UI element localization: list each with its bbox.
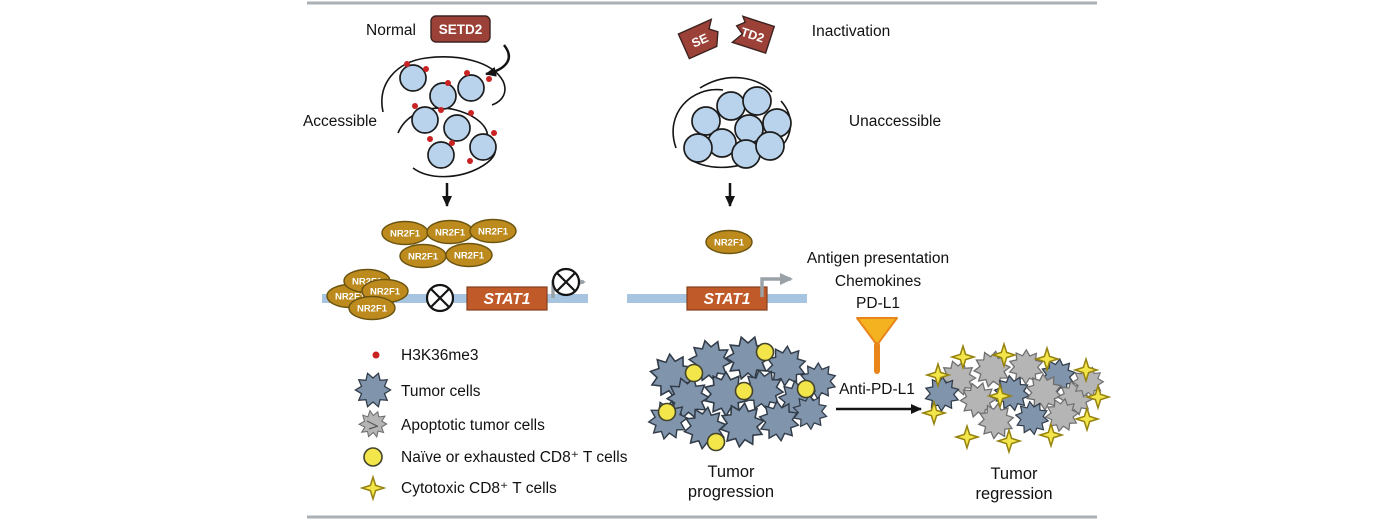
- normal-label: Normal: [366, 22, 416, 39]
- nr2f1-protein: NR2F1: [348, 295, 396, 321]
- naive-cd8-t-cell-icon: [363, 447, 383, 467]
- legend-item: Tumor cells: [354, 372, 481, 408]
- naive-cd8-t-cell: [706, 432, 726, 452]
- nucleosome: [683, 133, 713, 163]
- nr2f1-protein: NR2F1: [381, 220, 429, 246]
- legend-label: Naïve or exhausted CD8⁺ T cells: [401, 449, 628, 466]
- svg-text:progression: progression: [688, 483, 774, 501]
- tumor-regression-cluster: [919, 342, 1110, 453]
- svg-text:TD2: TD2: [739, 25, 766, 46]
- cytotoxic-cd8-t-cell-icon: [361, 476, 385, 500]
- nucleosome: [691, 106, 721, 136]
- svg-text:NR2F1: NR2F1: [370, 287, 401, 298]
- nr2f1-protein: NR2F1: [445, 242, 493, 268]
- h3k36me3-icon: [372, 351, 380, 359]
- svg-text:NR2F1: NR2F1: [454, 251, 485, 262]
- stat1-gene-box: [686, 286, 768, 311]
- blocked-transcription-icon: [551, 267, 581, 297]
- svg-text:NR2F1: NR2F1: [357, 304, 388, 315]
- accessible-label: Accessible: [303, 113, 377, 130]
- legend: H3K36me3 Tumor cells Apoptotic tumor cel…: [354, 347, 628, 500]
- svg-text:SE: SE: [690, 31, 711, 51]
- nr2f1-protein: NR2F1: [399, 243, 447, 269]
- svg-text:NR2F1: NR2F1: [435, 228, 466, 239]
- setd2-label: SETD2: [439, 22, 483, 37]
- transcription-arrow-active: [760, 273, 793, 297]
- anti-pdl1-label: Anti-PD-L1: [839, 381, 915, 398]
- legend-label: H3K36me3: [401, 347, 479, 364]
- naive-cd8-t-cell: [657, 402, 677, 422]
- nucleosome: [457, 74, 485, 102]
- output-antigen-presentation: Antigen presentation: [807, 250, 949, 267]
- legend-item: Cytotoxic CD8⁺ T cells: [361, 476, 557, 500]
- nucleosome: [755, 131, 785, 161]
- setd2-fragment-td2: TD2: [730, 15, 776, 54]
- pathway-outputs: Antigen presentation Chemokines PD-L1: [807, 250, 949, 312]
- nucleosome: [411, 106, 439, 134]
- stat1-gene-box: [466, 286, 548, 311]
- nr2f1-protein: NR2F1: [705, 229, 753, 255]
- condensed-chromatin: [672, 76, 792, 169]
- naive-cd8-t-cell: [796, 379, 816, 399]
- svg-text:NR2F1: NR2F1: [408, 252, 439, 263]
- naive-cd8-t-cell: [755, 342, 775, 362]
- nucleosome: [742, 86, 772, 116]
- legend-item: Naïve or exhausted CD8⁺ T cells: [363, 447, 628, 467]
- tumor-progression-label: Tumor progression: [688, 463, 774, 501]
- svg-text:NR2F1: NR2F1: [352, 277, 383, 288]
- nucleosome: [469, 133, 497, 161]
- legend-label: Cytotoxic CD8⁺ T cells: [401, 480, 557, 497]
- inactivation-label: Inactivation: [812, 23, 890, 40]
- gene-locus-left: NR2F1 NR2F1 NR2F1 NR2F1 STAT1: [322, 267, 588, 321]
- cytotoxic-cd8-t-cell: [955, 425, 979, 449]
- h3k36me3-marks: [404, 61, 497, 164]
- setd2-box: SETD2: [430, 15, 491, 43]
- nucleosome: [716, 91, 746, 121]
- output-pdl1: PD-L1: [856, 295, 900, 312]
- setd2-to-chromatin-arrow: [485, 44, 511, 77]
- legend-item: Apoptotic tumor cells: [358, 410, 545, 438]
- tumor-cell-icon: [354, 372, 392, 408]
- svg-text:NR2F1: NR2F1: [390, 229, 421, 240]
- gene-bar: [322, 294, 588, 303]
- svg-text:regression: regression: [975, 485, 1052, 503]
- nr2f1-cluster: NR2F1 NR2F1 NR2F1 NR2F1 NR2F1: [381, 218, 517, 269]
- nucleosome: [429, 82, 457, 110]
- naive-cd8-t-cell: [734, 381, 754, 401]
- svg-text:Tumor: Tumor: [707, 463, 755, 481]
- svg-text:NR2F1: NR2F1: [478, 227, 509, 238]
- stat1-label: STAT1: [704, 291, 751, 308]
- blocked-transcription-icon: [425, 283, 455, 313]
- accessible-chromatin: [381, 56, 506, 178]
- tumor-progression-cluster: [641, 331, 844, 457]
- nr2f1-protein: NR2F1: [426, 219, 474, 245]
- gene-locus-right: STAT1: [627, 273, 807, 311]
- setd2-fragment-se: SE: [677, 18, 719, 60]
- nucleosome: [427, 141, 455, 169]
- tumor-regression-label: Tumor regression: [975, 465, 1052, 503]
- legend-label: Apoptotic tumor cells: [401, 417, 545, 434]
- nucleosome: [399, 64, 427, 92]
- output-chemokines: Chemokines: [835, 273, 921, 290]
- nr2f1-protein: NR2F1: [469, 218, 517, 244]
- legend-item: H3K36me3: [372, 347, 479, 364]
- unaccessible-label: Unaccessible: [849, 113, 941, 130]
- nucleosome: [443, 114, 471, 142]
- svg-text:Tumor: Tumor: [990, 465, 1038, 483]
- svg-text:NR2F1: NR2F1: [714, 238, 745, 249]
- anti-pdl1-antibody-icon: [856, 317, 898, 374]
- naive-cd8-t-cell: [684, 363, 704, 383]
- svg-text:NR2F1: NR2F1: [335, 292, 366, 303]
- stat1-label: STAT1: [484, 291, 531, 308]
- legend-label: Tumor cells: [401, 383, 481, 400]
